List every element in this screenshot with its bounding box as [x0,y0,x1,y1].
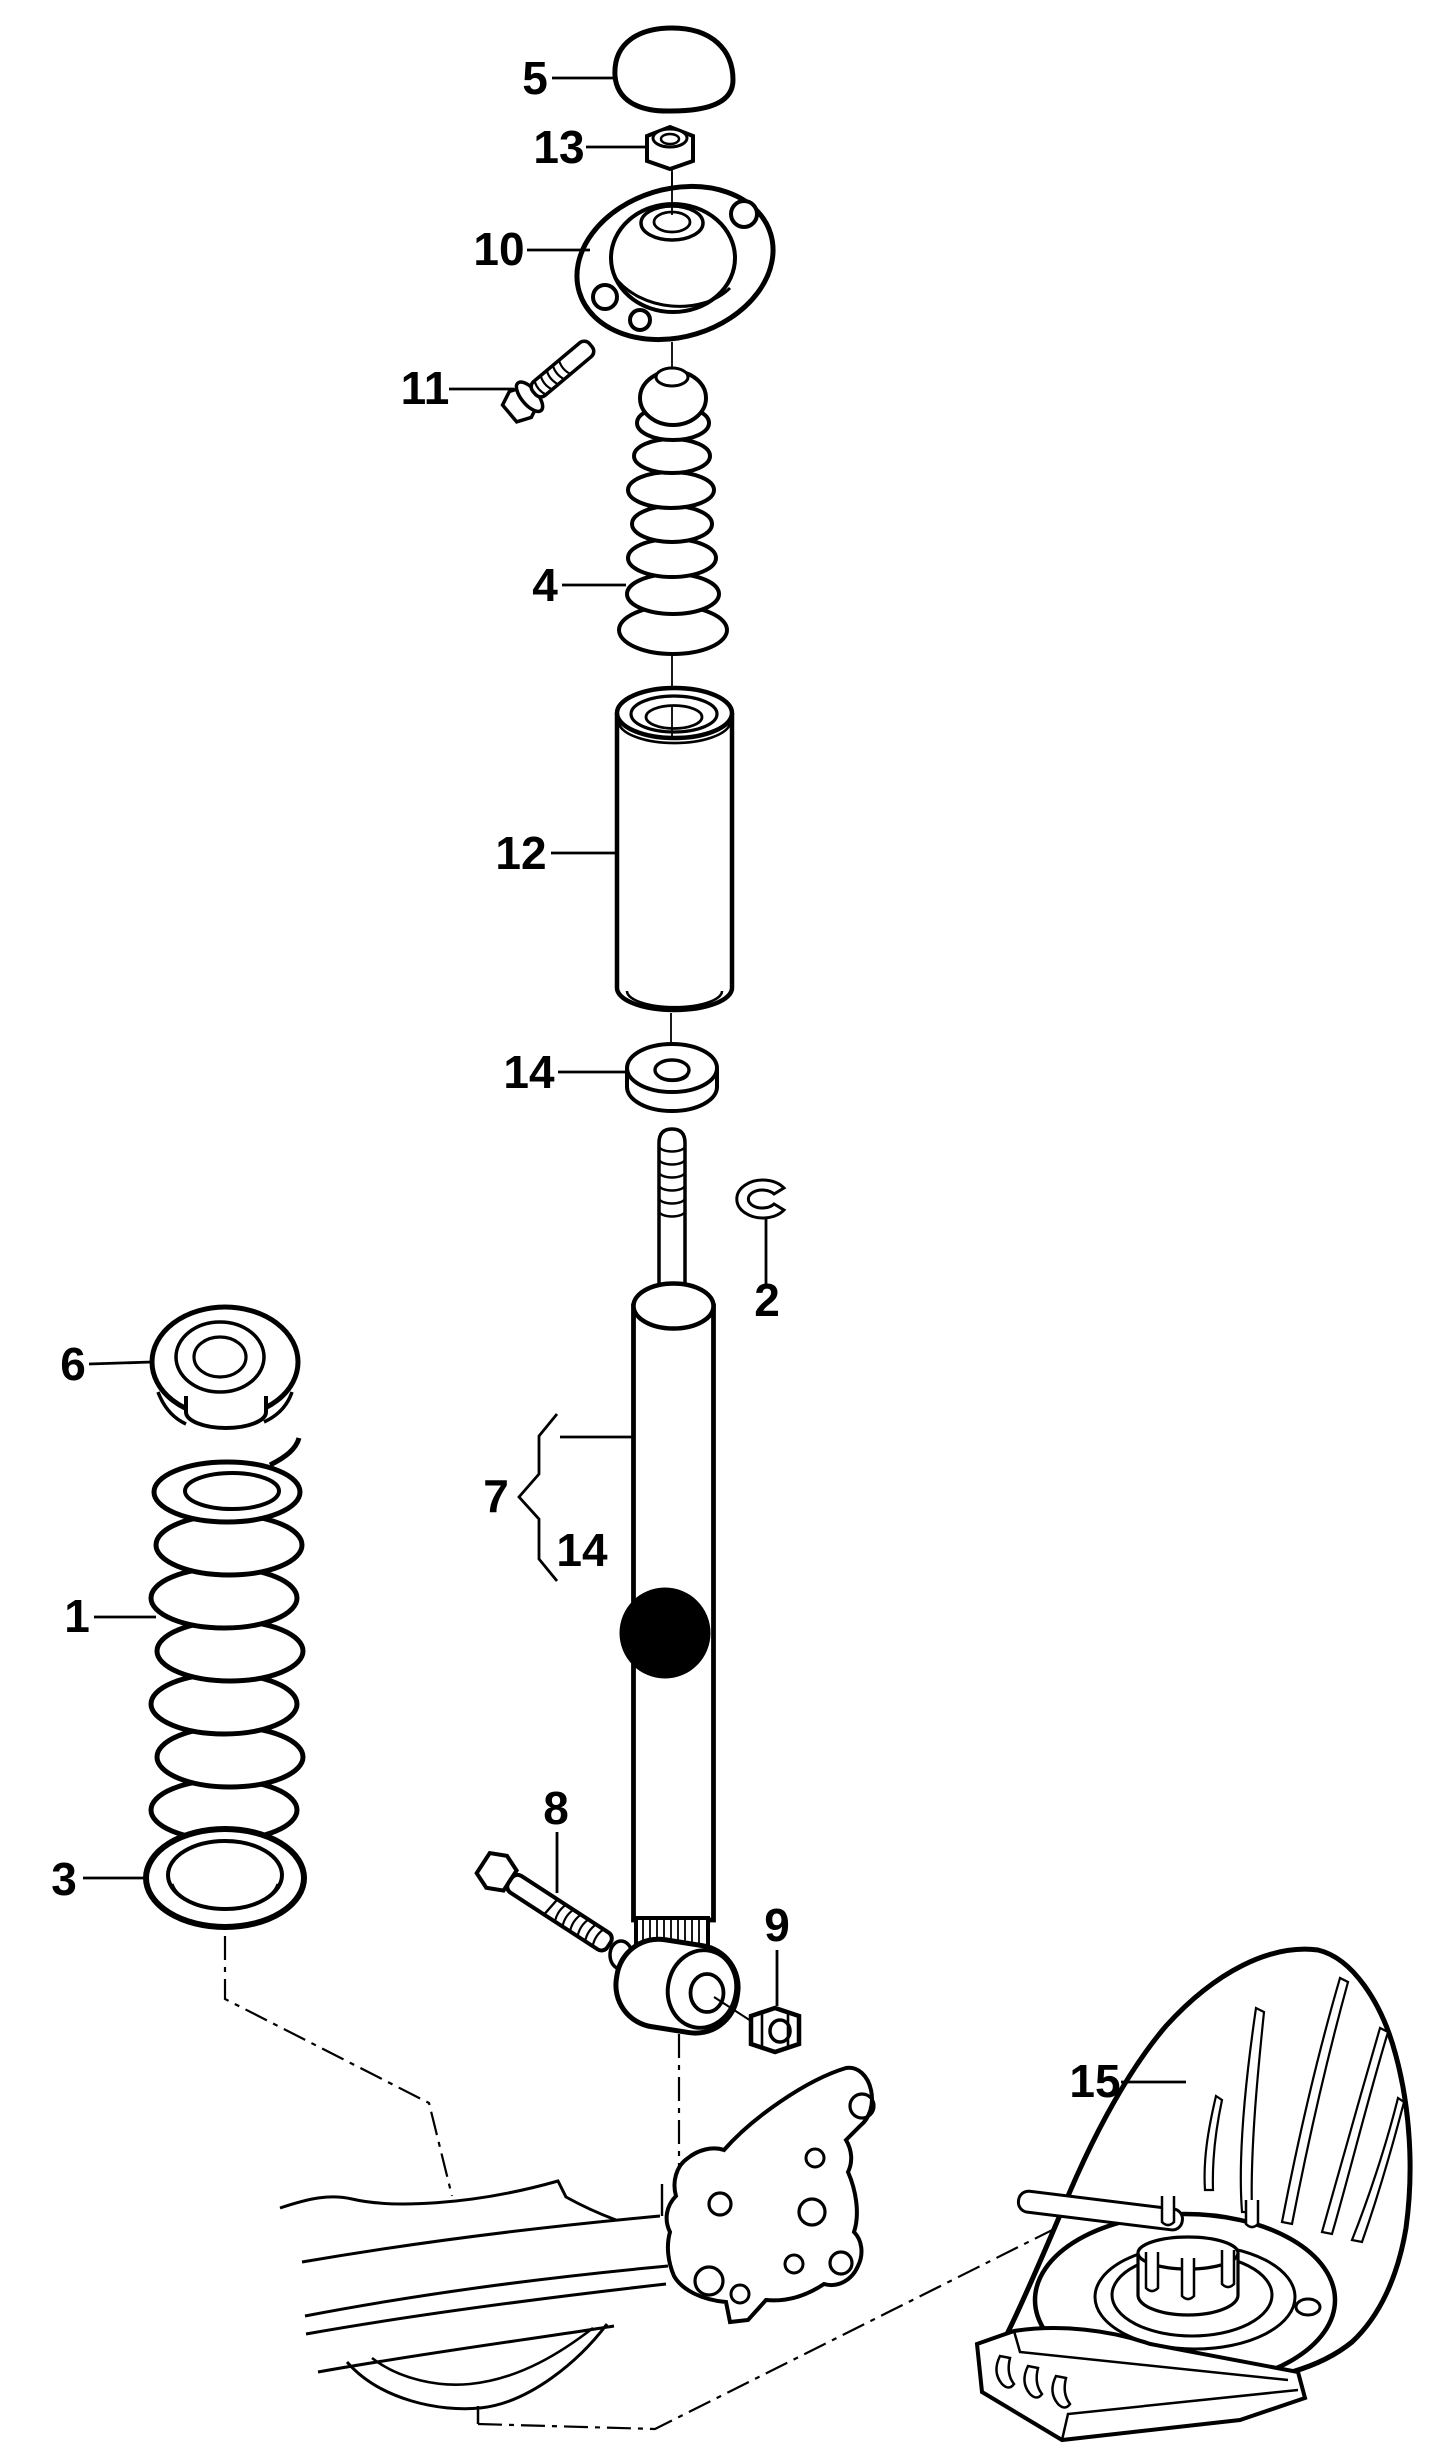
spring-seat-ring-part [143,1826,307,1930]
spacer-washer-part [625,1042,719,1113]
cover-spring-seat [1016,2189,1338,2389]
seat-pin [1016,2189,1184,2232]
cover-ribs [1203,1976,1406,2244]
cover-flange [974,2326,1308,2443]
brace-7 [517,1413,559,1582]
callout-labels: 5 13 10 11 4 12 14 2 6 1 3 7 14 8 9 15 [51,52,1120,2107]
axle-mounting-plate [664,2065,876,2325]
top-nut-part [645,124,695,172]
circlip-part [735,1178,787,1220]
wheel-arc-inner [371,2326,594,2386]
callout-3: 3 [51,1853,77,1905]
callout-15: 15 [1069,2055,1120,2107]
callout-4: 4 [532,559,558,611]
callout-7: 7 [483,1470,509,1522]
spring-cap-part [149,1304,301,1430]
callout-6: 6 [60,1338,86,1390]
coil-spring-part [148,1437,306,1843]
callout-10: 10 [473,223,524,275]
callout-11: 11 [401,362,450,414]
callout-2: 2 [754,1274,780,1326]
callout-1: 1 [64,1590,90,1642]
cap-part [612,25,736,114]
lower-nut-part [748,2005,802,2055]
callout-13: 13 [533,121,584,173]
callout-8: 8 [543,1782,569,1834]
strut-mount-part [574,172,776,343]
protective-tube-part [614,685,735,1013]
wheel-arc-outer [345,2323,609,2411]
black-dot-marker [619,1587,711,1679]
bump-stop-part [617,366,729,656]
callout-12: 12 [495,827,546,879]
callout-9: 9 [764,1899,790,1951]
callout-14-lower: 14 [556,1524,608,1576]
axle-assembly-reference [279,2065,876,2424]
leader-lines [83,76,1186,2084]
spring-seat-cover-part [974,1946,1413,2443]
lower-bolt-part [474,1850,614,1953]
callout-5: 5 [522,52,548,104]
callout-14-upper: 14 [503,1046,555,1098]
shock-absorber-part [608,1127,752,2036]
mount-bolt-part [500,339,596,424]
